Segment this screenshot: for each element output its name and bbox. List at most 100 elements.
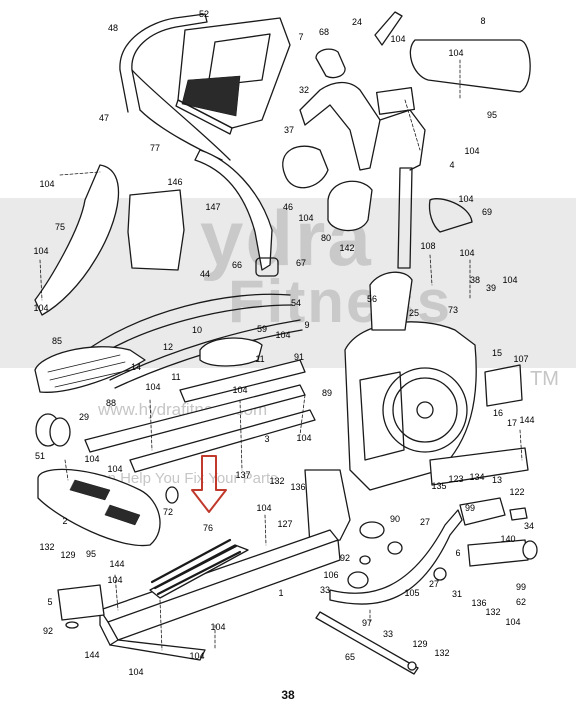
callout-label: 69 <box>482 207 492 217</box>
right-pedal-part <box>199 337 263 367</box>
rear-upright-part <box>397 167 413 269</box>
callout-label: 15 <box>492 348 502 358</box>
callout-label: 95 <box>86 549 96 559</box>
callout-label: 9 <box>304 320 309 330</box>
page-number: 38 <box>281 688 295 702</box>
callout-label: 5 <box>47 597 52 607</box>
link-arm-part <box>329 509 463 605</box>
callout-label: 4 <box>449 160 454 170</box>
callout-label: 95 <box>487 110 497 120</box>
callout-label: 62 <box>516 597 526 607</box>
callout-label: 104 <box>33 303 48 313</box>
callout-label: 104 <box>145 382 160 392</box>
callout-label: 99 <box>516 582 526 592</box>
callout-label: 132 <box>269 476 284 486</box>
callout-label: 104 <box>390 34 405 44</box>
callout-label: 136 <box>290 482 305 492</box>
callout-label: 14 <box>131 362 141 372</box>
callout-label: 104 <box>505 617 520 627</box>
callout-label: 104 <box>189 651 204 661</box>
callout-label: 129 <box>60 550 75 560</box>
callout-label: 80 <box>321 233 331 243</box>
callout-label: 136 <box>471 598 486 608</box>
callout-label: 146 <box>167 177 182 187</box>
rear-stabilizer-part <box>429 447 529 486</box>
callout-label: 104 <box>448 48 463 58</box>
callout-label: 97 <box>362 618 372 628</box>
callout-label: 104 <box>210 622 225 632</box>
callout-label: 31 <box>452 589 462 599</box>
callout-label: 33 <box>320 585 330 595</box>
callout-label: 56 <box>367 294 377 304</box>
callout-label: 77 <box>150 143 160 153</box>
callout-label: 104 <box>458 194 473 204</box>
callout-label: 108 <box>420 241 435 251</box>
callout-label: 104 <box>256 503 271 513</box>
callout-label: 142 <box>339 243 354 253</box>
roller-part <box>359 521 385 539</box>
callout-label: 104 <box>107 575 122 585</box>
callout-label: 16 <box>493 408 503 418</box>
callout-label: 147 <box>205 202 220 212</box>
callout-label: 123 <box>448 474 463 484</box>
callout-label: 99 <box>465 503 475 513</box>
shroud-part <box>369 271 413 331</box>
bushing-part <box>165 486 179 504</box>
callout-label: 34 <box>524 521 534 531</box>
callout-label: 135 <box>431 481 446 491</box>
callout-label: 51 <box>35 451 45 461</box>
callout-label: 38 <box>470 275 480 285</box>
left-arm-post <box>194 149 279 277</box>
callout-label: 6 <box>455 548 460 558</box>
bracket-plate-part <box>484 364 523 407</box>
callout-label: 66 <box>232 260 242 270</box>
callout-label: 104 <box>502 275 517 285</box>
main-frame-part <box>99 529 341 661</box>
callout-label: 88 <box>106 398 116 408</box>
callout-label: 92 <box>43 626 53 636</box>
callout-label: 59 <box>257 324 267 334</box>
callout-label: 140 <box>500 534 515 544</box>
front-stabilizer-part <box>57 584 105 621</box>
callout-label: 122 <box>509 487 524 497</box>
watermark-trademark: TM <box>530 368 559 390</box>
spacer-part <box>347 571 369 589</box>
callout-label: 39 <box>486 283 496 293</box>
grip-part <box>315 48 346 79</box>
callout-label: 104 <box>128 667 143 677</box>
callout-label: 10 <box>192 325 202 335</box>
callout-label: 24 <box>352 17 362 27</box>
callout-label: 144 <box>109 559 124 569</box>
callout-label: 47 <box>99 113 109 123</box>
callout-label: 104 <box>84 454 99 464</box>
callout-label: 104 <box>39 179 54 189</box>
callout-label: 44 <box>200 269 210 279</box>
callout-label: 144 <box>519 415 534 425</box>
callout-label: 129 <box>412 639 427 649</box>
callout-label: 7 <box>298 32 303 42</box>
left-pedal-part <box>34 346 146 393</box>
callout-label: 68 <box>319 27 329 37</box>
callout-label: 75 <box>55 222 65 232</box>
link-bracket-part <box>459 497 506 526</box>
callout-label: 134 <box>469 472 484 482</box>
axle-part <box>315 611 419 675</box>
callout-label: 52 <box>199 9 209 19</box>
callout-label: 8 <box>480 16 485 26</box>
callout-label: 104 <box>232 385 247 395</box>
callout-label: 104 <box>296 433 311 443</box>
callout-label: 2 <box>62 516 67 526</box>
arm-cover-part <box>282 145 329 189</box>
leveler-foot <box>65 621 79 629</box>
rear-cap-part <box>409 39 531 93</box>
callout-label: 54 <box>291 298 301 308</box>
callout-label: 107 <box>513 354 528 364</box>
console-part <box>175 17 291 135</box>
callout-label: 72 <box>163 507 173 517</box>
pulse-grip-part <box>374 11 403 46</box>
callout-label: 29 <box>79 412 89 422</box>
callout-label: 92 <box>340 553 350 563</box>
